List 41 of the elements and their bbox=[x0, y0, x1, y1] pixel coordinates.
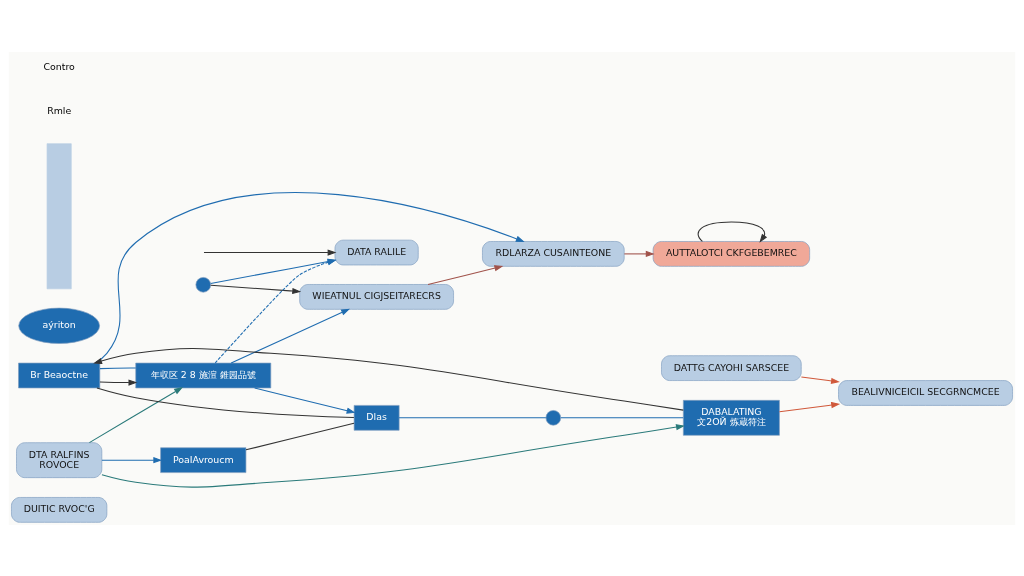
arrow bbox=[254, 386, 356, 414]
arrow bbox=[210, 258, 337, 284]
node-box: RDLARZA CUSAINTEONE bbox=[482, 240, 625, 267]
arrow bbox=[99, 378, 138, 386]
connector bbox=[398, 416, 547, 418]
node-circle bbox=[195, 276, 211, 293]
arrow bbox=[101, 423, 685, 488]
node-box: Dlas bbox=[353, 404, 400, 431]
arrow bbox=[800, 376, 840, 384]
node-box: DUITIC RVOC'G bbox=[11, 496, 108, 523]
connector bbox=[560, 416, 684, 418]
node-box: PoaIAvroucm bbox=[160, 446, 247, 473]
connector bbox=[99, 366, 137, 369]
connector bbox=[245, 422, 355, 450]
connector bbox=[96, 386, 355, 418]
arrow bbox=[697, 220, 768, 243]
label: Rmle bbox=[47, 104, 72, 116]
node-circle bbox=[545, 409, 562, 426]
node-box: 年収区 2 8 施渲 錐园品號 bbox=[135, 362, 272, 388]
label: Contro bbox=[43, 60, 75, 72]
node-bar bbox=[46, 142, 72, 289]
arrow bbox=[101, 456, 163, 463]
node-box: DABALATING 文2ОЙ 炼蔵符注 bbox=[683, 399, 780, 436]
arrow bbox=[93, 347, 684, 411]
arrow bbox=[210, 284, 302, 294]
arrow bbox=[778, 401, 841, 412]
node-box: AUTTALOTCI CKFGEBEMREC bbox=[652, 240, 810, 267]
arrow bbox=[230, 308, 350, 364]
node-box: Br Beaoctne bbox=[18, 362, 101, 388]
arrow bbox=[94, 191, 525, 364]
node-box: DATA RALILE bbox=[334, 239, 419, 265]
arrow bbox=[623, 250, 655, 257]
node-ellipse: aýriton bbox=[18, 307, 100, 344]
arrow bbox=[214, 258, 337, 363]
node-box: BEALIVNICEICIL SECGRNCMCEE bbox=[838, 379, 1013, 406]
arrow bbox=[88, 386, 184, 443]
node-box: DTA RALFINS ROVOCE bbox=[16, 441, 103, 478]
arrow bbox=[427, 264, 504, 285]
node-box: DATTG CAYOHI SARSCEE bbox=[661, 354, 802, 381]
arrow bbox=[203, 248, 337, 256]
node-box: WIEATNUL CIGJSEITARECRS bbox=[299, 283, 454, 310]
